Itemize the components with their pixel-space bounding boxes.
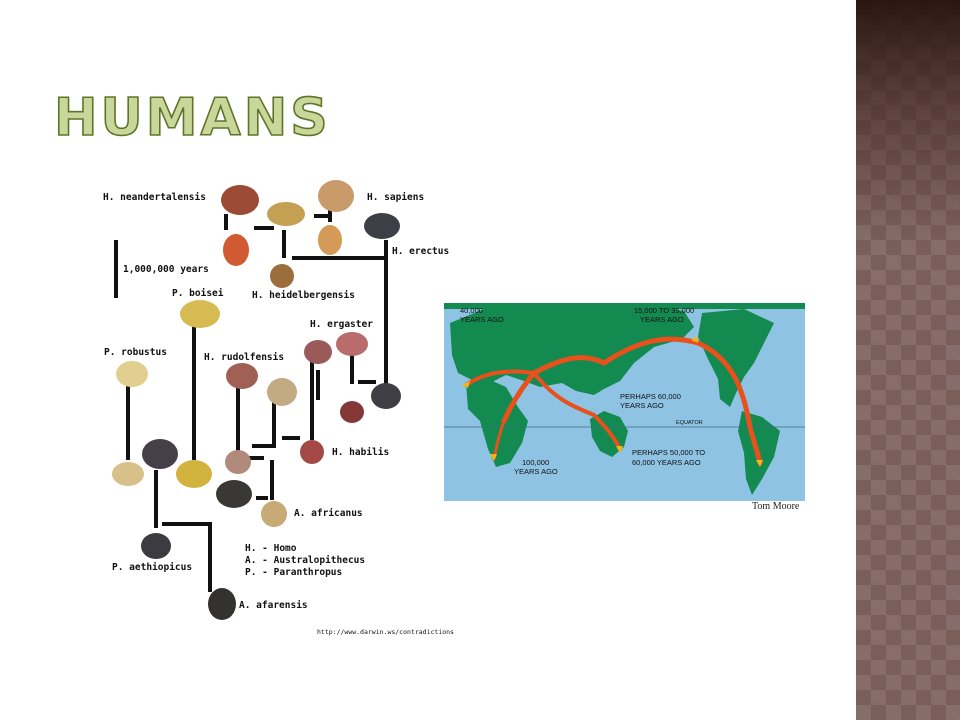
map-label-50000-years: 60,000 YEARS AGO: [632, 458, 701, 467]
label-p-aethiopicus: P. aethiopicus: [112, 562, 193, 573]
legend-paranthropus: P. - Paranthropus: [245, 567, 343, 578]
tree-branches: [112, 180, 401, 620]
map-label-100000-years: YEARS AGO: [514, 467, 558, 476]
map-label-100000: 100,000: [522, 458, 549, 467]
map-label-50000: PERHAPS 50,000 TO: [632, 448, 705, 457]
label-h-erectus: H. erectus: [392, 246, 450, 257]
label-scale: 1,000,000 years: [123, 264, 209, 275]
map-labels: 40,000 YEARS AGO 15,000 TO 35,000 YEARS …: [460, 306, 705, 476]
label-a-afarensis: A. afarensis: [239, 600, 308, 611]
hominid-family-tree: H. neandertalensis H. sapiens H. erectus…: [100, 176, 470, 638]
label-p-boisei: P. boisei: [172, 288, 224, 299]
label-h-sapiens: H. sapiens: [367, 192, 425, 203]
skull-specimens: [112, 180, 401, 620]
map-label-40000-years: YEARS AGO: [460, 315, 504, 324]
map-label-40000: 40,000: [460, 306, 483, 315]
map-label-60000: PERHAPS 60,000: [620, 392, 681, 401]
slide-title: HUMANS: [53, 88, 331, 148]
label-h-rudolfensis: H. rudolfensis: [204, 352, 285, 363]
label-h-heidelbergensis: H. heidelbergensis: [252, 290, 355, 301]
label-h-habilis: H. habilis: [332, 447, 390, 458]
legend-australopithecus: A. - Australopithecus: [245, 555, 366, 566]
map-label-60000-years: YEARS AGO: [620, 401, 664, 410]
map-label-equator: EQUATOR: [676, 420, 703, 426]
label-h-ergaster: H. ergaster: [310, 319, 373, 330]
decorative-side-panel: [856, 0, 960, 720]
map-credit: Tom Moore: [752, 501, 800, 512]
map-label-15000-35000: 15,000 TO 35,000: [634, 306, 694, 315]
migration-routes: [464, 336, 763, 466]
legend-homo: H. - Homo: [245, 543, 297, 554]
label-a-africanus: A. africanus: [294, 508, 363, 519]
source-url: http://www.darwin.ws/contradictions: [317, 628, 454, 636]
label-h-neandertalensis: H. neandertalensis: [103, 192, 206, 203]
human-migration-map: 40,000 YEARS AGO 15,000 TO 35,000 YEARS …: [444, 303, 805, 501]
migration-arrows: [462, 336, 763, 467]
map-label-15000-years: YEARS AGO: [640, 315, 684, 324]
label-p-robustus: P. robustus: [104, 347, 167, 358]
